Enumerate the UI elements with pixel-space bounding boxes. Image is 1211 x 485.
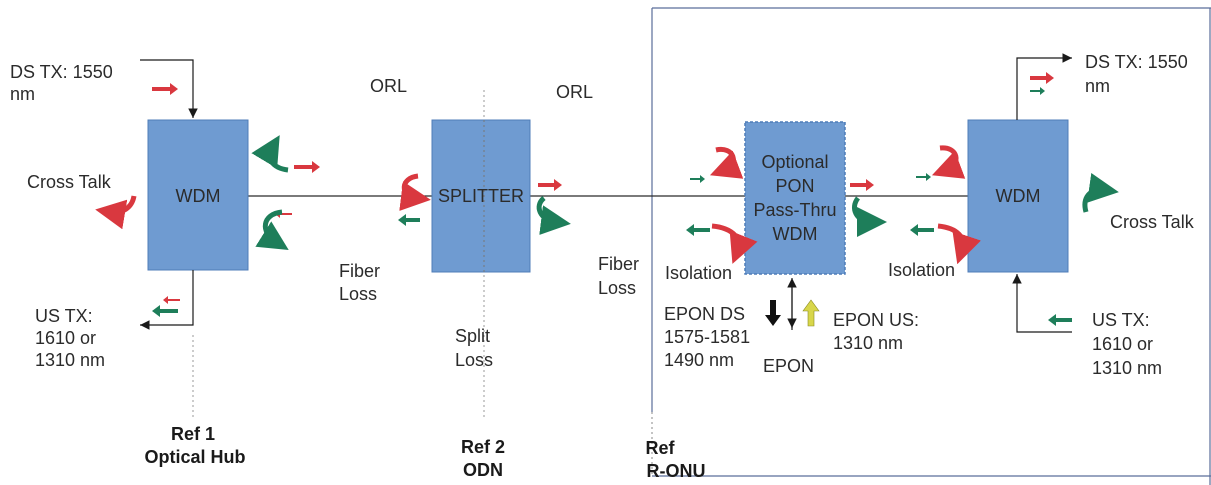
isolation-left-label: Isolation	[665, 263, 732, 283]
red-reflection-arrow	[931, 145, 966, 179]
red-isolation-arrow	[711, 223, 758, 264]
onu-ds-tx-arrow	[1016, 53, 1072, 120]
epon-ds-signal-arrow	[765, 300, 781, 326]
red-right-arrow	[294, 161, 320, 173]
green-left-arrow	[910, 224, 934, 236]
green-left-arrow	[398, 214, 420, 226]
optional-box-line4: WDM	[773, 224, 818, 244]
red-isolation-arrow	[937, 223, 981, 265]
ref-r-onu-line1: Ref	[645, 438, 675, 458]
splitter-label: SPLITTER	[438, 186, 524, 206]
split-loss-line2: Loss	[455, 350, 493, 370]
hub-wdm-box	[147, 119, 249, 271]
green-left-arrow	[1048, 314, 1072, 326]
onu-us-tx-line3: 1310 nm	[1092, 358, 1162, 378]
epon-us-line2: 1310 nm	[833, 333, 903, 353]
onu-wdm-label: WDM	[996, 186, 1041, 206]
epon-label: EPON	[763, 356, 814, 376]
hub-us-tx-line3: 1310 nm	[35, 350, 105, 370]
green-left-arrow	[686, 224, 710, 236]
red-reflection-arrow	[399, 173, 431, 212]
red-crosstalk-arrow	[95, 195, 137, 230]
ref1-line1: Ref 1	[171, 424, 215, 444]
onu-crosstalk-label: Cross Talk	[1110, 212, 1195, 232]
hub-ds-tx-arrow	[140, 59, 198, 118]
fiber-loss-right-line2: Loss	[598, 278, 636, 298]
green-signal-arrows	[152, 87, 1072, 326]
onu-ds-tx-line1: DS TX: 1550	[1085, 52, 1188, 72]
green-crosstalk-arrow	[1082, 173, 1119, 213]
hub-ds-tx-line2: nm	[10, 84, 35, 104]
optional-box-line3: Pass-Thru	[753, 200, 836, 220]
onu-us-tx-arrow	[1012, 274, 1072, 333]
red-reflection-arrow	[709, 146, 744, 179]
hub-wdm-label: WDM	[176, 186, 221, 206]
hub-us-tx-arrow	[140, 270, 194, 330]
ref2-line2: ODN	[463, 460, 503, 480]
epon-us-signal-arrow	[802, 299, 820, 327]
red-right-arrow	[538, 179, 562, 191]
fiber-loss-right-line1: Fiber	[598, 254, 639, 274]
epon-ds-line2: 1575-1581	[664, 327, 750, 347]
ref2-line1: Ref 2	[461, 437, 505, 457]
split-loss-line1: Split	[455, 326, 490, 346]
red-right-arrow	[152, 83, 178, 95]
green-small-right-arrow	[1030, 87, 1045, 95]
ref-r-onu-line2: R-ONU	[647, 461, 706, 481]
hub-us-tx-line2: 1610 or	[35, 328, 96, 348]
hub-crosstalk-label: Cross Talk	[27, 172, 112, 192]
r-onu-frame	[651, 7, 1211, 477]
optional-box-line2: PON	[775, 176, 814, 196]
hub-ds-tx-line1: DS TX: 1550	[10, 62, 113, 82]
epon-ds-line3: 1490 nm	[664, 350, 734, 370]
isolation-right-label: Isolation	[888, 260, 955, 280]
orl-right-label: ORL	[556, 82, 593, 102]
onu-ds-tx-line2: nm	[1085, 76, 1110, 96]
hub-us-tx-line1: US TX:	[35, 306, 93, 326]
onu-us-tx-line2: 1610 or	[1092, 334, 1153, 354]
green-small-right-arrow	[690, 175, 705, 183]
green-curve-arrow	[255, 209, 289, 250]
green-small-right-arrow	[916, 173, 931, 181]
green-left-arrow	[152, 305, 178, 317]
optional-box-line1: Optional	[761, 152, 828, 172]
optional-pon-wdm-box	[744, 121, 846, 275]
onu-us-tx-line1: US TX:	[1092, 310, 1150, 330]
epon-us-line1: EPON US:	[833, 310, 919, 330]
red-right-arrow	[1030, 72, 1054, 84]
red-small-left-arrow	[163, 296, 180, 304]
green-curve-arrow	[251, 135, 289, 173]
fiber-loss-left-line2: Loss	[339, 284, 377, 304]
epon-ds-line1: EPON DS	[664, 304, 745, 324]
green-reflection-arrow	[852, 196, 887, 237]
green-reflection-arrow	[536, 196, 571, 236]
ref1-line2: Optical Hub	[144, 447, 245, 467]
orl-left-label: ORL	[370, 76, 407, 96]
red-right-arrow	[850, 179, 874, 191]
splitter-box	[431, 119, 531, 273]
onu-wdm-box	[967, 119, 1069, 273]
fiber-loss-left-line1: Fiber	[339, 261, 380, 281]
curved-arrows	[95, 135, 1119, 265]
